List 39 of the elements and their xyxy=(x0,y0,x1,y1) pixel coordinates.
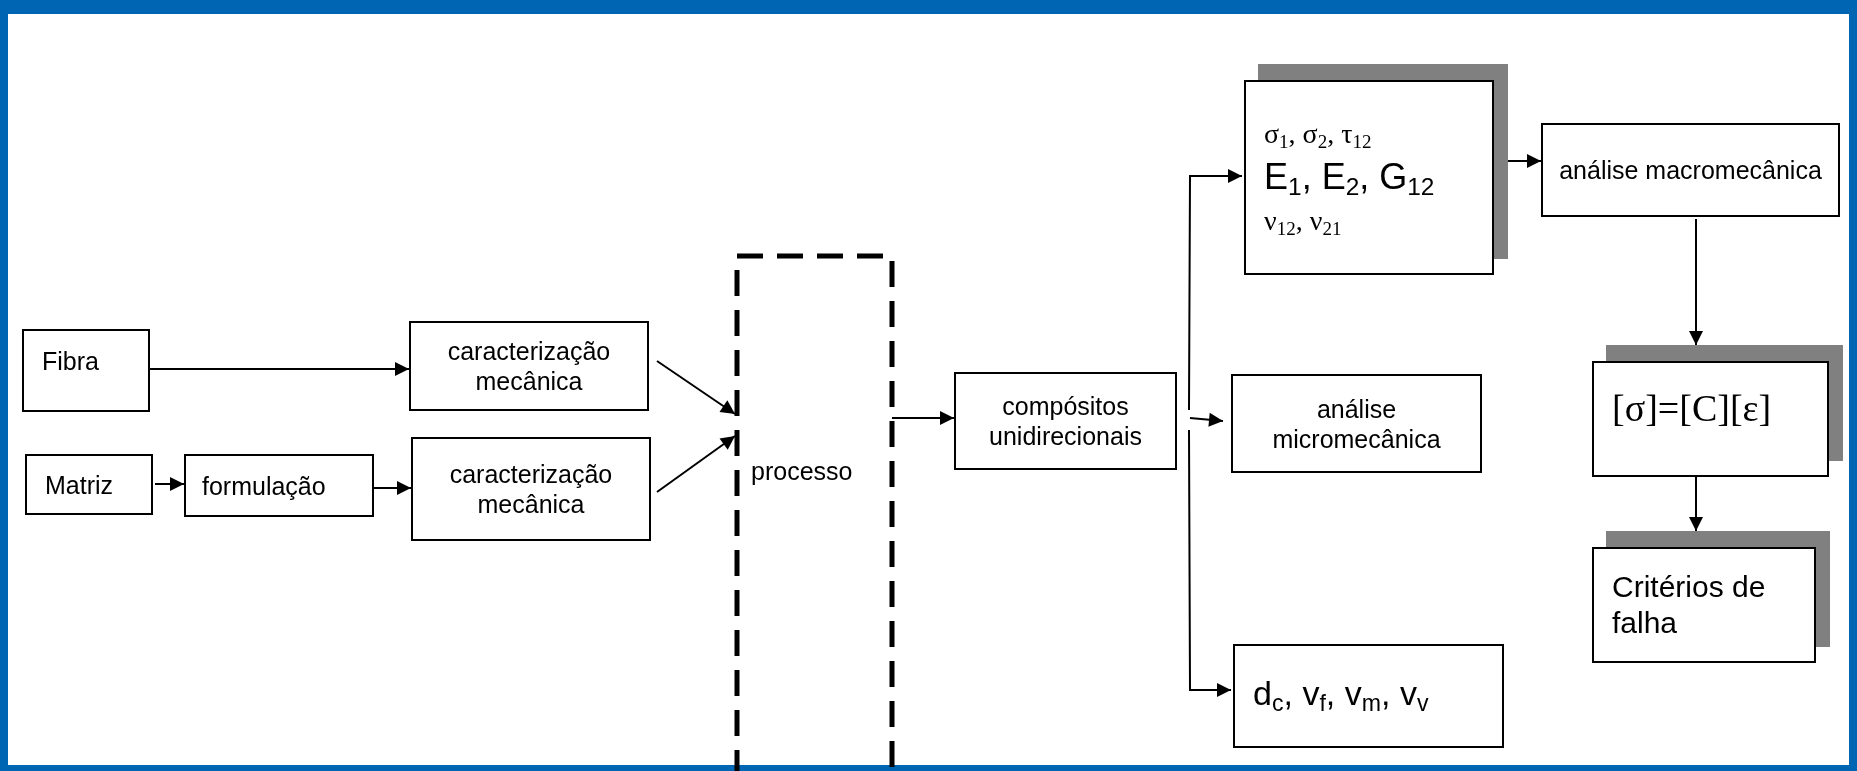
node-text: compósitos unidirecionais xyxy=(988,391,1143,451)
process-box xyxy=(1592,547,1816,663)
node-text: [σ]=[C][ε] xyxy=(1612,386,1772,432)
parameter-box xyxy=(1233,644,1504,748)
equation-box xyxy=(1592,361,1829,477)
process-box xyxy=(954,372,1177,470)
arrow xyxy=(1188,169,1243,411)
node-text: Fibra xyxy=(42,345,99,376)
node-text: ν$_{12}$, ν$_{21}$ xyxy=(1264,203,1342,240)
arrow xyxy=(1188,429,1232,697)
node-text: caracterização mecânica xyxy=(446,336,612,396)
node-text: formulação xyxy=(202,470,326,501)
arrow xyxy=(1507,154,1542,168)
process-box xyxy=(25,454,153,515)
process-box xyxy=(1541,123,1840,217)
node-text: d$_{c}$, v$_{f}$, v$_{m}$, v$_{v}$ xyxy=(1253,672,1429,714)
node-text: processo xyxy=(751,456,853,486)
arrow xyxy=(1189,412,1224,427)
process-box xyxy=(184,454,374,517)
arrow xyxy=(149,362,410,376)
node-text: σ$_{1}$, σ$_{2}$, τ$_{12}$ xyxy=(1264,117,1372,154)
arrow xyxy=(1689,218,1703,346)
process-box xyxy=(1231,374,1482,473)
arrow xyxy=(1689,476,1703,532)
process-box xyxy=(22,329,150,412)
arrow xyxy=(656,360,736,415)
node-text: Matriz xyxy=(45,469,114,500)
arrow xyxy=(373,481,412,495)
arrow xyxy=(656,435,736,493)
node-text: Critérios de falha xyxy=(1612,569,1767,641)
arrow xyxy=(891,411,955,425)
node-text: análise macromecânica xyxy=(1559,155,1822,185)
node-text: caracterização mecânica xyxy=(448,459,614,519)
node-text: análise micromecânica xyxy=(1271,393,1442,454)
process-box xyxy=(411,437,651,541)
process-box xyxy=(409,321,649,411)
node-text: E$_{1}$, E$_{2}$, G$_{12}$ xyxy=(1264,155,1435,202)
arrow xyxy=(154,477,185,491)
parameter-box xyxy=(1244,80,1494,275)
